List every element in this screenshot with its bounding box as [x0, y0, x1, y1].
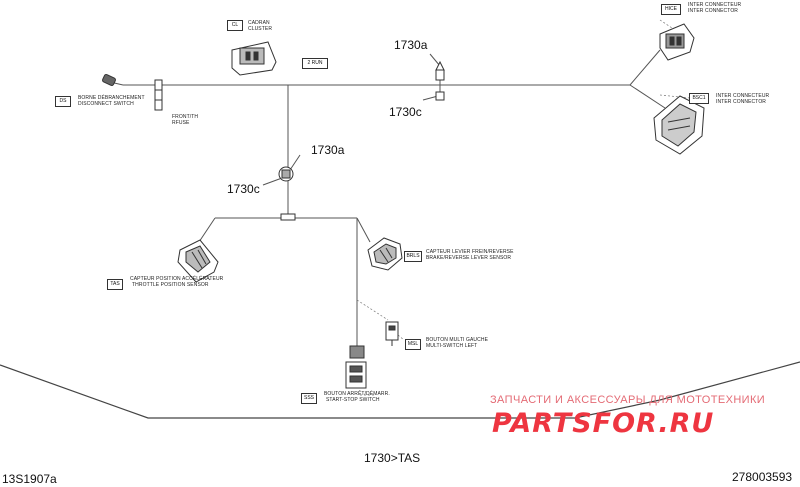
start-stop-switch-icon	[345, 345, 367, 389]
harness-tag-top: 2 RUN	[302, 58, 328, 69]
harness-tag-left: FRONT/TH RFUSE	[172, 114, 199, 126]
disconnect-label-en: DISCONNECT SWITCH	[78, 101, 134, 107]
inter-right-label-fr: INTER CONNECTEUR	[716, 93, 770, 99]
cluster-connector-icon	[231, 41, 277, 76]
brake-label-fr: CAPTEUR LEVIER FREIN/REVERSE	[426, 249, 514, 255]
cluster-label-en: CLUSTER	[248, 26, 273, 32]
label-1730a-mid: 1730a	[311, 143, 345, 157]
label-1730a-top: 1730a	[394, 38, 428, 52]
inter-right-label-en: INTER CONNECTOR	[716, 99, 767, 105]
label-bottom-route: 1730>TAS	[364, 451, 421, 465]
throttle-label-en: THROTTLE POSITION SENSOR	[132, 282, 209, 288]
throttle-label-fr: CAPTEUR POSITION ACCÉLÉRATEUR	[130, 276, 224, 282]
splice-top-icon	[435, 60, 445, 101]
multi-switch-icon	[385, 321, 399, 346]
throttle-sensor-icon	[177, 239, 219, 283]
disconnect-switch-icon	[102, 73, 116, 87]
harness-clip-left-icon	[154, 79, 163, 111]
harness-branch-brake	[356, 217, 371, 243]
multi-switch-code-badge: MSL	[405, 339, 421, 350]
start-stop-label-fr: BOUTON ARRÊT/DÉMARR.	[324, 391, 390, 397]
inter-top-label-fr: INTER CONNECTEUR	[688, 2, 742, 8]
brake-code-badge: BRLS	[404, 251, 422, 262]
inter-connector-top-icon	[659, 23, 695, 61]
bottom-boundary-line	[0, 361, 800, 419]
inter-connector-right-icon	[653, 95, 705, 155]
multi-switch-label-fr: BOUTON MULTI GAUCHE	[426, 337, 488, 343]
harness-branch-right	[629, 84, 666, 109]
harness-branch-top-right	[629, 49, 661, 86]
start-stop-label-en: START-STOP SWITCH	[326, 397, 380, 403]
disconnect-code-badge: DS	[55, 96, 71, 107]
inter-top-code-badge: HICE	[661, 4, 681, 15]
brake-label-en: BRAKE/REVERSE LEVER SENSOR	[426, 255, 512, 261]
disconnect-label-fr: BORNE DÉBRANCHEMENT	[78, 95, 145, 101]
part-number: 278003593	[732, 470, 793, 484]
watermark-tagline: ЗАПЧАСТИ И АКСЕССУАРЫ ДЛЯ МОТОТЕХНИКИ	[490, 394, 766, 406]
brake-lever-sensor-icon	[367, 237, 403, 271]
diagram-code: 13S1907a	[2, 472, 57, 486]
inter-top-label-en: INTER CONNECTOR	[688, 8, 739, 14]
inter-right-code-badge: BSC1	[689, 93, 709, 104]
label-1730c-top: 1730c	[389, 105, 422, 119]
multi-switch-label-en: MULTI-SWITCH LEFT	[426, 343, 478, 349]
splice-mid-icon	[278, 166, 296, 221]
cluster-label-fr: CADRAN	[248, 20, 270, 26]
label-1730c-mid: 1730c	[227, 182, 260, 196]
throttle-code-badge: TAS	[107, 279, 123, 290]
start-stop-code-badge: SSS	[301, 393, 317, 404]
cluster-code-badge: CL	[227, 20, 243, 31]
watermark-logo: PARTSFOR.RU	[492, 408, 715, 439]
